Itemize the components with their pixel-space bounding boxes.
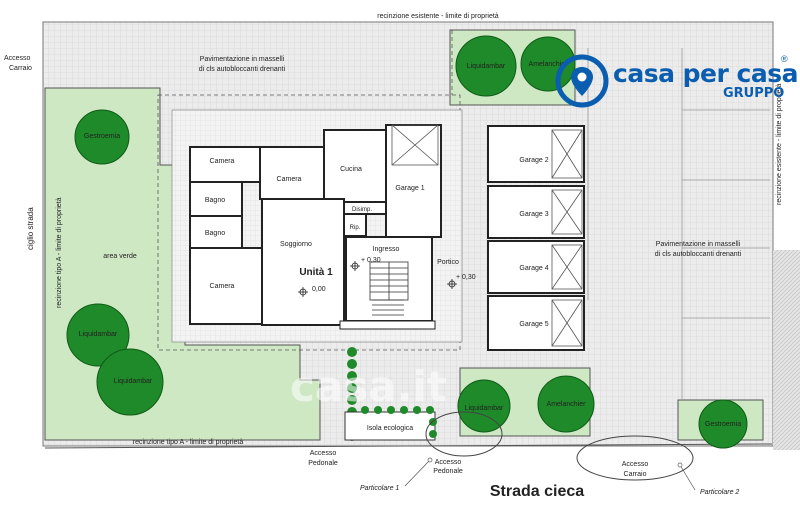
location-pin-icon [555, 54, 609, 108]
tree-label-liquidambar-l1: Liquidambar [79, 331, 118, 338]
neighbour-strip [773, 250, 800, 450]
label-portico: Portico [437, 259, 459, 266]
label-accesso-pedonale-left-1: Accesso [310, 450, 337, 457]
entrance-threshold [339, 320, 436, 330]
level-markers [298, 261, 457, 297]
tree-label-amelanchier-top: Amelanchier [529, 61, 569, 68]
leader-lines [404, 457, 696, 491]
label-level-000: 0,00 [312, 286, 326, 293]
tree-label-gestroemia-left: Gestroemia [84, 133, 120, 140]
label-accesso-pedonale-left-2: Pedonale [308, 460, 338, 467]
room-cucina: Cucina [340, 166, 362, 173]
house-unit-1 [189, 124, 442, 326]
label-pav-top-1: Pavimentazione in masselli [200, 56, 285, 63]
trees [66, 35, 748, 449]
tree-label-liquidambar-l2: Liquidambar [114, 378, 153, 385]
room-garage-4: Garage 4 [519, 265, 548, 272]
room-bagno-2: Bagno [205, 230, 225, 237]
room-camera-3: Camera [210, 283, 235, 290]
parking-lines [587, 48, 770, 400]
stairs-lower [372, 299, 404, 316]
tree-label-amelanchier-bottom: Amelanchier [547, 401, 587, 408]
garage-doors [551, 129, 583, 347]
room-camera-2: Camera [277, 176, 302, 183]
label-recinzione-esistente-right: recinzione esistente - limite di proprie… [776, 84, 783, 205]
isola-ecologica-area [344, 411, 436, 441]
garage-1-skylight [391, 124, 439, 166]
label-level-030-a: + 0,30 [361, 257, 381, 264]
label-accesso-carraio-bottom-1: Accesso [622, 461, 649, 468]
brand-logo: casa per casa ® GRUPPO [555, 52, 798, 108]
label-accesso-carraio-bottom-2: Carraio [624, 471, 647, 478]
tree-amelanchier-top [520, 36, 576, 92]
tree-liquidambar-top [455, 35, 517, 97]
label-recinzione-tipoA-vert: recinzione tipo A - limite di proprietà [56, 197, 63, 308]
label-area-verde: area verde [103, 253, 137, 260]
room-soggiorno: Soggiorno [280, 241, 312, 248]
label-particolare-1: Particolare 1 [360, 485, 399, 492]
watermark: casa.it [290, 362, 448, 411]
brand-sub: GRUPPO [723, 86, 785, 101]
label-level-030-b: + 0,30 [456, 274, 476, 281]
isola-hedge [361, 406, 437, 438]
room-ingresso: Ingresso [373, 246, 400, 253]
tree-liquidambar-bottom [457, 379, 511, 433]
room-bagno-1: Bagno [205, 197, 225, 204]
label-isola-ecologica: Isola ecologica [367, 425, 413, 432]
tree-label-liquidambar-bottom: Liquidambar [465, 405, 504, 412]
particolare-1-ellipse [425, 411, 503, 457]
road-curb-line [44, 443, 773, 449]
room-garage-1: Garage 1 [395, 185, 424, 192]
label-ciglio-strada: ciglio strada [26, 207, 35, 250]
stairs [369, 261, 409, 301]
tree-label-liquidambar-top: Liquidambar [467, 63, 506, 70]
label-accesso-pedonale-mid-2: Pedonale [433, 468, 463, 475]
room-disimp: Disimp. [352, 207, 372, 213]
tree-amelanchier-bottom [537, 375, 595, 433]
brand-registered: ® [781, 54, 788, 64]
label-pav-top-2: di cls autobloccanti drenanti [199, 66, 286, 73]
label-pav-right-1: Pavimentazione in masselli [656, 241, 741, 248]
tree-liquidambar-l1 [66, 303, 130, 367]
room-rip: Rip. [350, 225, 361, 231]
label-particolare-2: Particolare 2 [700, 489, 739, 496]
room-garage-2: Garage 2 [519, 157, 548, 164]
label-accesso-pedonale-mid-1: Accesso [435, 459, 462, 466]
room-garage-5: Garage 5 [519, 321, 548, 328]
tree-label-gestroemia-right: Gestroemia [705, 421, 741, 428]
tree-liquidambar-l2 [96, 348, 164, 416]
room-camera-1: Camera [210, 158, 235, 165]
tree-gestroemia-left [74, 109, 130, 165]
tree-gestroemia-right [698, 399, 748, 449]
label-recinzione-esistente: recinzione esistente - limite di proprie… [377, 13, 498, 20]
label-accesso-carraio-left-1: Accesso [4, 55, 31, 62]
room-garage-3: Garage 3 [519, 211, 548, 218]
garage-block [487, 125, 585, 351]
label-strada-cieca: Strada cieca [490, 483, 584, 500]
label-accesso-carraio-left-2: Carraio [9, 65, 32, 72]
particolare-2-ellipse [576, 435, 694, 481]
brand-name: casa per casa [613, 59, 798, 88]
label-pav-right-2: di cls autobloccanti drenanti [655, 251, 742, 258]
label-recinzione-tipoA-bottom: recinzione tipo A - limite di proprietà [133, 439, 244, 446]
label-unita: Unità 1 [299, 267, 333, 278]
